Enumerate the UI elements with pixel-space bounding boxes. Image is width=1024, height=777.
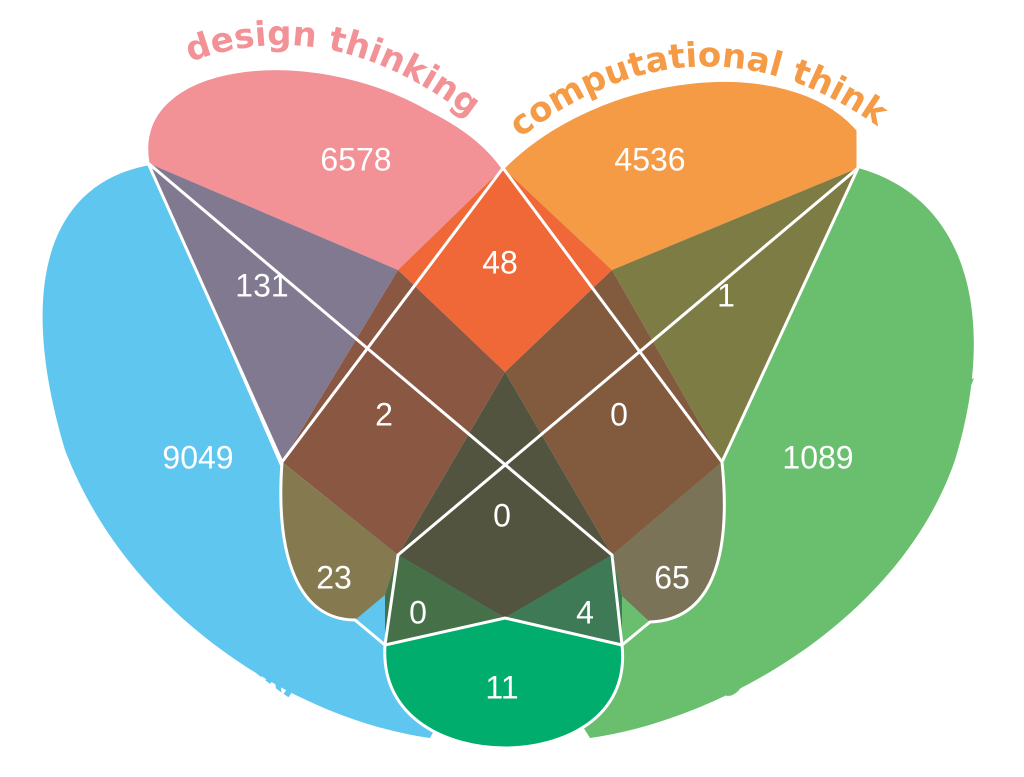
count-design-only: 6578 <box>320 141 391 177</box>
count-all-four: 0 <box>493 497 511 533</box>
sec-region <box>505 555 622 645</box>
count-computational-only: 4536 <box>614 141 685 177</box>
count-sec: 4 <box>576 594 594 630</box>
count-design-computational-entrepreneurial: 0 <box>610 396 628 432</box>
region-edges <box>145 67 860 750</box>
computational-entrepreneurial-region <box>612 168 858 462</box>
count-computational-entrepreneurial-systems: 65 <box>654 559 690 595</box>
systems-entrepreneurial-region <box>384 618 623 748</box>
all-four-region <box>398 372 612 618</box>
computational-region <box>503 80 858 270</box>
count-systems-entrepreneurial: 11 <box>485 669 518 705</box>
count-design-computational: 48 <box>482 244 518 280</box>
count-sedc: 0 <box>409 594 427 630</box>
count-entrepreneurial-only: 1089 <box>782 439 853 475</box>
design-systems-region <box>148 163 398 462</box>
systems-entrepreneurial-design-region <box>280 462 398 620</box>
design-region <box>146 68 503 271</box>
design-computational-systems-region <box>282 270 505 555</box>
count-design-systems: 131 <box>235 267 288 303</box>
count-design-computational-systems: 2 <box>375 396 393 432</box>
count-computational-entrepreneurial: 1 <box>717 277 735 313</box>
design-computational-entrepreneurial-region <box>505 270 722 555</box>
computational-entrepreneurial-systems-region <box>612 462 725 622</box>
sedc-region <box>385 555 505 645</box>
count-systems-entrepreneurial-design: 23 <box>316 559 352 595</box>
count-systems-only: 9049 <box>162 439 233 475</box>
